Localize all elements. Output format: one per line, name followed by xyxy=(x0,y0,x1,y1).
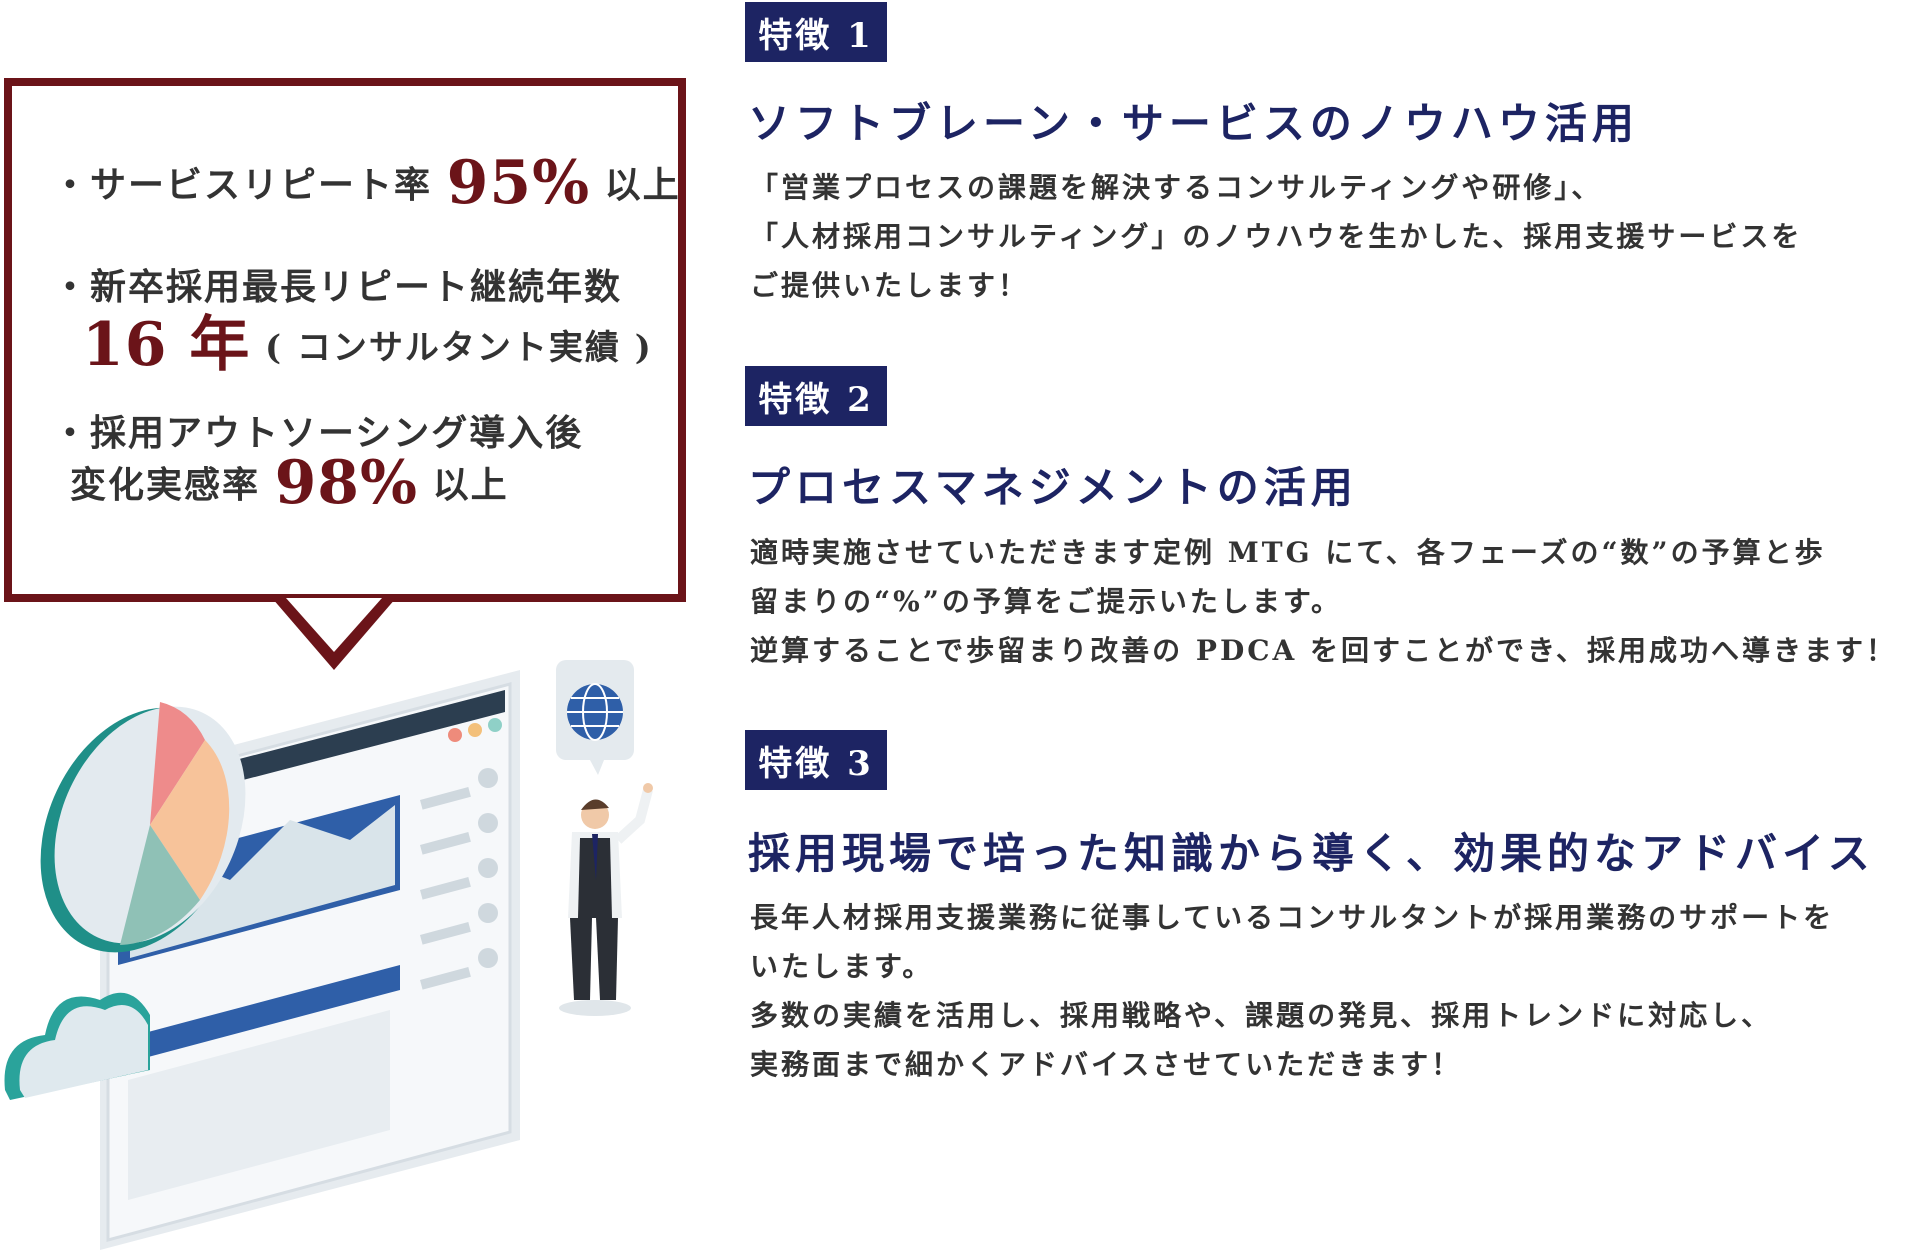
bullet: ・ xyxy=(52,266,91,308)
feature-line: 逆算することで歩留まり改善の PDCA を回すことができ、採用成功へ導きます！ xyxy=(750,634,1898,667)
stat-value: 98% xyxy=(274,448,419,518)
stat-suffix: 以上 xyxy=(432,464,509,506)
feature-line: 長年人材採用支援業務に従事しているコンサルタントが採用業務のサポートを xyxy=(750,901,1835,934)
stats-bubble: ・サービスリピート率 95% 以上 ・新卒採用最長リピート継続年数 16 年 (… xyxy=(4,78,686,602)
stat-label: 採用アウトソーシング導入後 xyxy=(90,412,584,454)
feature-line: 留まりの“%”の予算をご提示いたします。 xyxy=(750,585,1343,618)
feature-body-1: 「営業プロセスの課題を解決するコンサルティングや研修」、 「人材採用コンサルティ… xyxy=(750,163,1920,310)
bullet: ・ xyxy=(52,412,91,454)
feature-line: 「人材採用コンサルティング」のノウハウを生かした、採用支援サービスを xyxy=(750,220,1803,253)
stat-value: 95% xyxy=(446,148,591,218)
businessman-illustration xyxy=(559,783,653,1016)
stat-note: ( コンサルタント実績 ) xyxy=(264,328,653,368)
stat-label: サービスリピート率 xyxy=(90,164,433,206)
bullet: ・ xyxy=(52,164,91,206)
feature-badge-3: 特徴 3 xyxy=(745,730,887,790)
pie-chart-icon xyxy=(40,702,246,953)
feature-line: 適時実施させていただきます定例 MTG にて、各フェーズの“数”の予算と歩 xyxy=(750,536,1826,569)
feature-body-3: 長年人材採用支援業務に従事しているコンサルタントが採用業務のサポートを いたしま… xyxy=(750,893,1920,1089)
feature-title-1: ソフトブレーン・サービスのノウハウ活用 xyxy=(748,99,1639,148)
feature-title-3: 採用現場で培った知識から導く、効果的なアドバイス xyxy=(748,829,1875,878)
feature-badge-2: 特徴 2 xyxy=(745,366,887,426)
stat-label-2: 変化実感率 xyxy=(70,464,261,506)
stat-repeat-rate: ・サービスリピート率 95% 以上 xyxy=(52,148,681,218)
stat-label: 新卒採用最長リピート継続年数 xyxy=(90,266,623,308)
feature-body-2: 適時実施させていただきます定例 MTG にて、各フェーズの“数”の予算と歩 留ま… xyxy=(750,528,1920,675)
stat-value: 16 年 xyxy=(82,310,251,380)
stat-repeat-years-label: ・新卒採用最長リピート継続年数 xyxy=(52,258,622,310)
globe-icon xyxy=(556,660,634,775)
feature-line: 多数の実績を活用し、採用戦略や、課題の発見、採用トレンドに対応し、 xyxy=(750,999,1773,1032)
stat-change-rate-label: ・採用アウトソーシング導入後 xyxy=(52,404,583,456)
stat-repeat-years: 16 年 ( コンサルタント実績 ) xyxy=(82,296,653,383)
stat-suffix: 以上 xyxy=(604,164,681,206)
feature-line: いたします。 xyxy=(750,950,934,983)
stat-change-rate: 変化実感率 98% 以上 xyxy=(70,448,509,518)
feature-line: 「営業プロセスの課題を解決するコンサルティングや研修」、 xyxy=(750,171,1603,204)
feature-title-2: プロセスマネジメントの活用 xyxy=(748,463,1358,512)
feature-line: 実務面まで細かくアドバイスさせていただきます！ xyxy=(750,1048,1463,1081)
feature-line: ご提供いたします！ xyxy=(750,269,1030,302)
cloud-icon xyxy=(4,992,150,1100)
feature-badge-1: 特徴 1 xyxy=(745,2,887,62)
